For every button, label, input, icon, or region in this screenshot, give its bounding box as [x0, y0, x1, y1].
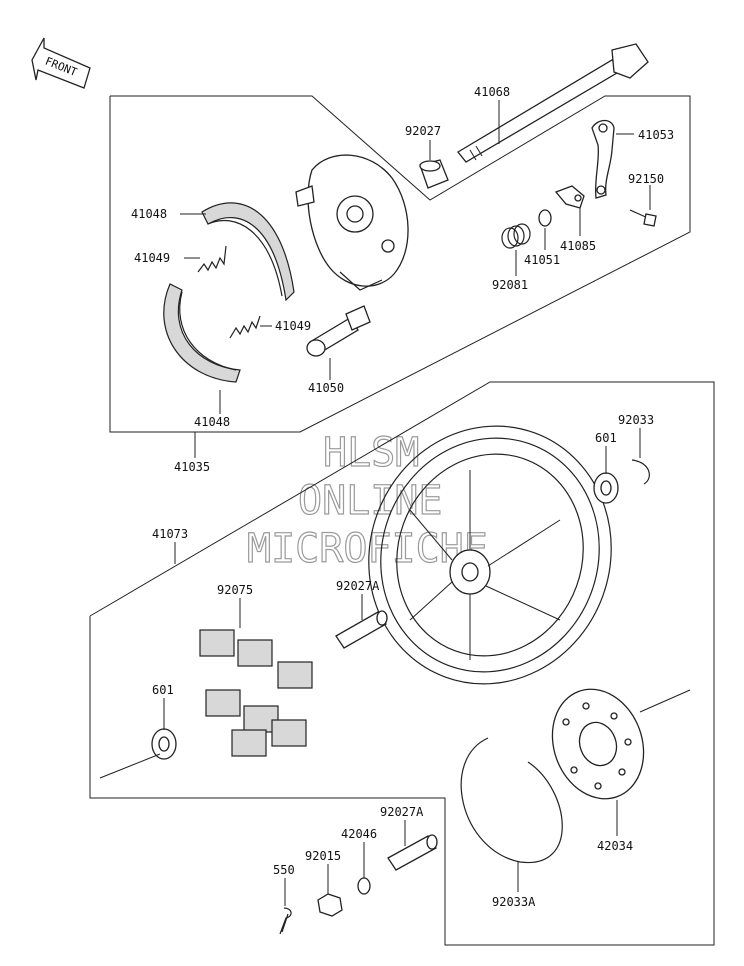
spring-92081	[501, 223, 531, 249]
cotter-pin-550	[279, 907, 292, 935]
bearing-601-right	[593, 472, 619, 504]
part-label-550: 550	[273, 863, 295, 877]
part-label-601-left: 601	[152, 683, 174, 697]
hub-damper	[199, 629, 313, 757]
front-arrow-icon: FRONT	[31, 37, 91, 89]
part-label-92150: 92150	[628, 172, 664, 186]
rear-wheel	[368, 425, 612, 685]
wheel-panel-outline	[89, 381, 715, 946]
indicator-plate	[554, 185, 585, 209]
part-label-92027A-mid: 92027A	[336, 579, 380, 593]
part-label-92081: 92081	[492, 278, 528, 292]
collar-92027	[419, 159, 449, 189]
part-label-41050: 41050	[308, 381, 344, 395]
collar-92027A-low	[387, 834, 438, 871]
part-label-41048-bottom: 41048	[194, 415, 230, 429]
part-label-601-right: 601	[595, 431, 617, 445]
watermark-line-1: HLSM	[323, 430, 419, 476]
brake-shoe-bottom	[163, 283, 241, 383]
part-label-92015: 92015	[305, 849, 341, 863]
nut-92015	[317, 893, 343, 917]
part-label-41068: 41068	[474, 85, 510, 99]
watermark-line-2: ONLINE	[298, 478, 443, 524]
part-label-41073: 41073	[152, 527, 188, 541]
part-label-41049-mid: 41049	[275, 319, 311, 333]
part-label-41051: 41051	[524, 253, 560, 267]
bolt-92150	[629, 209, 657, 227]
watermark: HLSM ONLINE MICROFICHE	[246, 429, 488, 572]
leader-lines	[99, 100, 691, 906]
part-label-92033A: 92033A	[492, 895, 536, 909]
part-label-42046: 42046	[341, 827, 377, 841]
part-label-92027A-low: 92027A	[380, 805, 424, 819]
seal-41051	[538, 209, 552, 227]
part-label-41048-top: 41048	[131, 207, 167, 221]
brake-panel	[295, 154, 409, 291]
brake-shoe-top	[201, 202, 295, 302]
spring-41049-mid	[229, 315, 261, 339]
part-label-42034: 42034	[597, 839, 633, 853]
circlip-92033A	[460, 737, 563, 864]
part-label-41053: 41053	[638, 128, 674, 142]
watermark-line-3: MICROFICHE	[247, 526, 488, 572]
camshaft	[306, 305, 371, 357]
sprocket-flange	[551, 688, 645, 800]
cam-lever	[591, 119, 615, 199]
part-label-41049-top: 41049	[134, 251, 170, 265]
part-label-41035: 41035	[174, 460, 210, 474]
part-label-92027: 92027	[405, 124, 441, 138]
part-label-92075: 92075	[217, 583, 253, 597]
collar-92027A-mid	[335, 610, 388, 649]
axle-shaft	[457, 43, 649, 163]
washer-42046	[357, 877, 371, 895]
part-label-92033: 92033	[618, 413, 654, 427]
circlip-92033	[631, 459, 650, 485]
brake-panel-outline	[109, 95, 691, 433]
part-label-41085: 41085	[560, 239, 596, 253]
part-labels: 41068 92027 41053 92150 41048 41049 4104…	[131, 85, 674, 909]
bearing-601-left	[151, 728, 177, 760]
spring-41049-top	[197, 245, 227, 273]
